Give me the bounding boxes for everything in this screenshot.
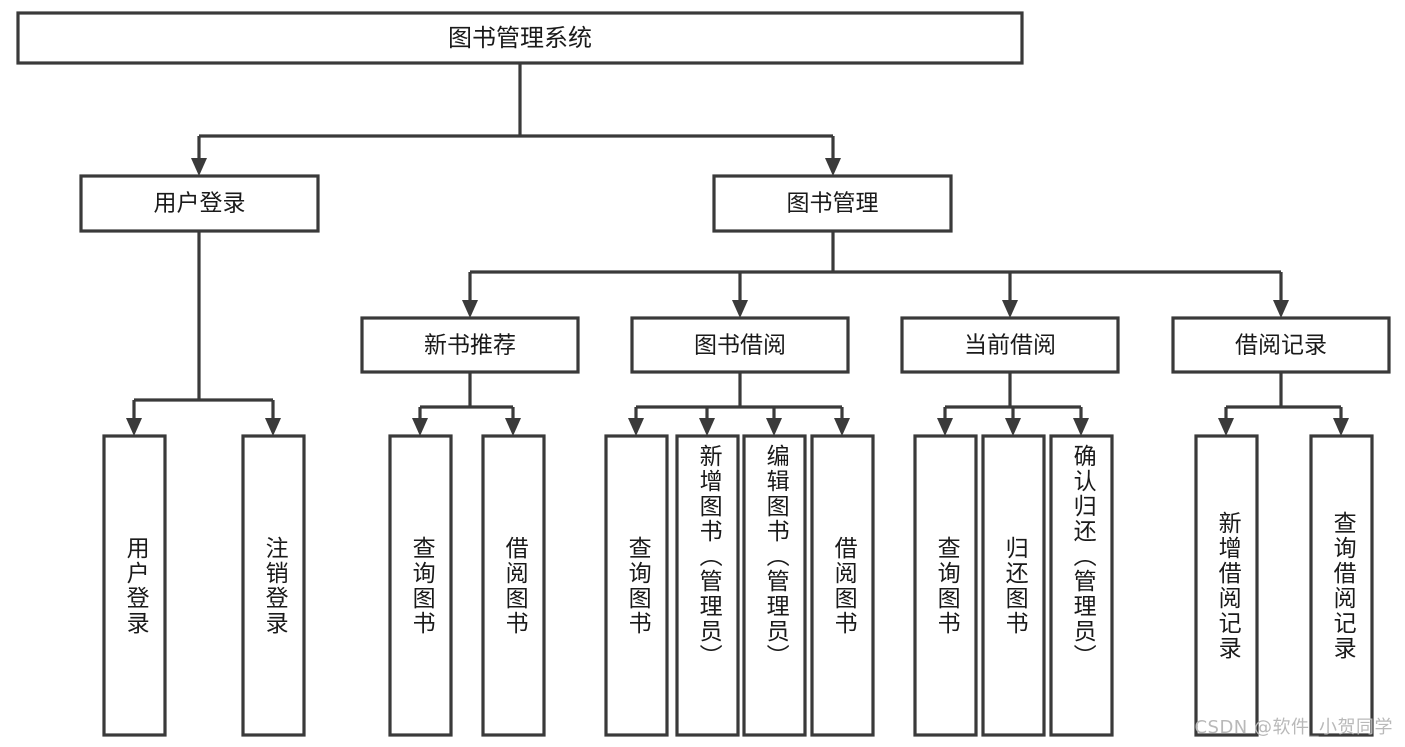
- node-user-login-label: 用户登录: [154, 191, 246, 217]
- leaf-add-record-box[interactable]: [1194, 434, 1259, 737]
- node-current-borrow-box[interactable]: [900, 316, 1120, 374]
- arrowhead-new-book-recommend: [462, 300, 478, 318]
- leaf-return-book-box[interactable]: [981, 434, 1046, 737]
- arrowhead-leaf-query-book-2: [628, 418, 644, 436]
- node-user-login[interactable]: 用户登录: [79, 174, 320, 233]
- node-book-manage[interactable]: 图书管理: [712, 174, 953, 233]
- node-root[interactable]: 图书管理系统: [16, 11, 1024, 65]
- node-book-borrow-box[interactable]: [630, 316, 850, 374]
- arrowhead-leaf-user-logout: [265, 418, 281, 436]
- arrowhead-leaf-confirm-return: [1073, 418, 1089, 436]
- arrowhead-book-manage: [825, 158, 841, 176]
- node-new-book-recommend-label: 新书推荐: [424, 333, 516, 359]
- node-book-manage-box[interactable]: [712, 174, 953, 233]
- arrowhead-book-borrow: [732, 300, 748, 318]
- leaf-borrow-book-1-box[interactable]: [481, 434, 546, 737]
- node-new-book-recommend-box[interactable]: [360, 316, 580, 374]
- leaf-query-record-box[interactable]: [1309, 434, 1374, 737]
- connector-layer: [126, 63, 1349, 436]
- arrowhead-current-borrow: [1002, 300, 1018, 318]
- leaf-confirm-return-box[interactable]: [1049, 434, 1114, 737]
- leaf-borrow-book-2-box[interactable]: [810, 434, 875, 737]
- arrowhead-user-login: [191, 158, 207, 176]
- leaf-query-book-2-box[interactable]: [604, 434, 669, 737]
- leaf-user-logout-box[interactable]: [241, 434, 306, 737]
- node-current-borrow[interactable]: 当前借阅: [900, 316, 1120, 374]
- arrowhead-leaf-add-book: [699, 418, 715, 436]
- node-new-book-recommend[interactable]: 新书推荐: [360, 316, 580, 374]
- arrowhead-leaf-add-record: [1218, 418, 1234, 436]
- leaf-user-login-box[interactable]: [102, 434, 167, 737]
- node-borrow-record-box[interactable]: [1171, 316, 1391, 374]
- leaf-query-book-1-box[interactable]: [388, 434, 453, 737]
- arrowhead-leaf-query-record: [1333, 418, 1349, 436]
- leaf-query-book-3-box[interactable]: [913, 434, 978, 737]
- arrowhead-borrow-record: [1273, 300, 1289, 318]
- arrowhead-leaf-borrow-book-2: [834, 418, 850, 436]
- watermark: CSDN @软件_小贺同学: [1194, 717, 1393, 738]
- node-current-borrow-label: 当前借阅: [964, 333, 1056, 359]
- node-root-label: 图书管理系统: [448, 24, 592, 52]
- node-book-borrow-label: 图书借阅: [694, 333, 786, 359]
- leaf-add-book-box[interactable]: [675, 434, 740, 737]
- node-root-box[interactable]: [16, 11, 1024, 65]
- node-user-login-box[interactable]: [79, 174, 320, 233]
- arrowhead-leaf-query-book-3: [937, 418, 953, 436]
- leaf-edit-book-box[interactable]: [742, 434, 807, 737]
- arrowhead-leaf-query-book-1: [412, 418, 428, 436]
- node-borrow-record-label: 借阅记录: [1235, 333, 1327, 359]
- arrowhead-leaf-user-login: [126, 418, 142, 436]
- leaf-boxes-layer: [102, 434, 1374, 737]
- arrowhead-leaf-return-book: [1005, 418, 1021, 436]
- arrowhead-leaf-borrow-book-1: [505, 418, 521, 436]
- node-book-borrow[interactable]: 图书借阅: [630, 316, 850, 374]
- arrowhead-leaf-edit-book: [766, 418, 782, 436]
- node-borrow-record[interactable]: 借阅记录: [1171, 316, 1391, 374]
- node-book-manage-label: 图书管理: [787, 191, 879, 217]
